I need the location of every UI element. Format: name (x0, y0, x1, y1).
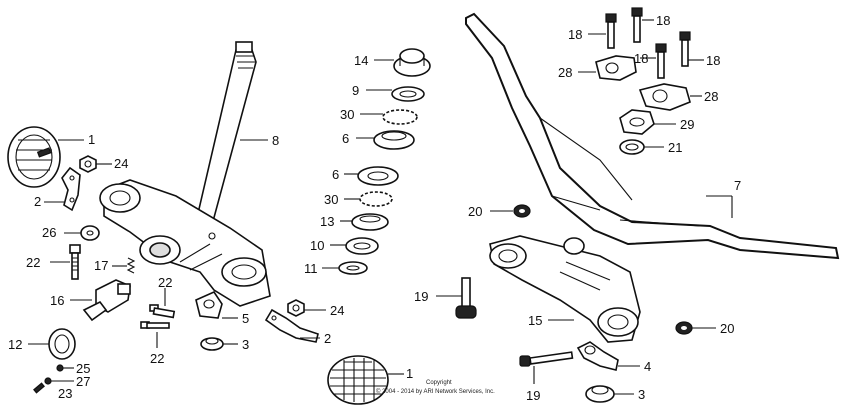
reflector-left-part (7, 126, 61, 188)
nut-24-left-part (79, 155, 97, 173)
nut-20-lower-part (675, 321, 693, 335)
copyright-line-2: © 2004 - 2014 by ARI Network Services, I… (376, 388, 495, 395)
bearing-leader-lines (322, 59, 394, 269)
holder-28-lower-part (638, 83, 691, 111)
bearing-stack (338, 48, 431, 275)
handlebar-7-part (465, 12, 840, 260)
callout-5: 5 (242, 311, 249, 326)
callout-22c: 22 (150, 351, 164, 366)
callout-7: 7 (734, 178, 741, 193)
reflector-right-part (327, 355, 389, 405)
callout-29: 29 (680, 117, 694, 132)
callout-25: 25 (76, 361, 90, 376)
callout-labels: 1 2 24 26 22 17 16 12 25 27 23 22 22 8 5… (8, 13, 741, 403)
spring-17-part (126, 257, 136, 274)
callout-28b: 28 (704, 89, 718, 104)
callout-17: 17 (94, 258, 108, 273)
top-bridge-15-part (489, 235, 641, 343)
callout-4: 4 (644, 359, 651, 374)
callout-6a: 6 (342, 131, 349, 146)
copyright-notice: Copyright © 2004 - 2014 by ARI Network S… (376, 380, 495, 395)
grommet-3-right-part (585, 385, 615, 403)
callout-22a: 22 (26, 255, 40, 270)
copyright-line-1: Copyright (426, 380, 452, 386)
clamp-5-part (195, 290, 223, 319)
washer-26-part (80, 225, 100, 241)
callout-30b: 30 (324, 192, 338, 207)
bracket-left-part (61, 166, 81, 212)
callout-3b: 3 (638, 387, 645, 402)
callout-1a: 1 (88, 132, 95, 147)
callout-24a: 24 (114, 156, 128, 171)
callout-6b: 6 (332, 167, 339, 182)
callout-26: 26 (42, 225, 56, 240)
callout-12: 12 (8, 337, 22, 352)
small-parts-25-27-23 (33, 364, 64, 394)
nut-29-part (619, 109, 655, 135)
callout-30a: 30 (340, 107, 354, 122)
callout-10: 10 (310, 238, 324, 253)
callout-2a: 2 (34, 194, 41, 209)
callout-27: 27 (76, 374, 90, 389)
callout-20b: 20 (720, 321, 734, 336)
callout-19a: 19 (414, 289, 428, 304)
bolt-19-upper-part (455, 277, 477, 319)
callout-20a: 20 (468, 204, 482, 219)
callout-3a: 3 (242, 337, 249, 352)
grommet-3-left-part (200, 337, 224, 351)
callout-8: 8 (272, 133, 279, 148)
callout-1b: 1 (406, 366, 413, 381)
steering-stem-8-part (195, 41, 257, 226)
washer-21-part (619, 139, 645, 155)
holder-28-upper-part (595, 55, 637, 81)
nut-24-right-part (287, 299, 305, 317)
fork-bridge-part (99, 179, 271, 307)
callout-22b: 22 (158, 275, 172, 290)
callout-15: 15 (528, 313, 542, 328)
bolt-22-left-part (69, 244, 81, 280)
bolts-18-part (605, 7, 691, 79)
callout-11: 11 (304, 261, 318, 276)
callout-18b: 18 (656, 13, 670, 28)
callout-24b: 24 (330, 303, 344, 318)
callout-18d: 18 (706, 53, 720, 68)
callout-16: 16 (50, 293, 64, 308)
callout-23: 23 (58, 386, 72, 401)
callout-18c: 18 (634, 51, 648, 66)
callout-14: 14 (354, 53, 368, 68)
bolts-22-middle-part (140, 304, 176, 329)
callout-9: 9 (352, 83, 359, 98)
bolt-19-lower-part (519, 351, 574, 367)
callout-18a: 18 (568, 27, 582, 42)
nut-20-upper-part (513, 204, 531, 218)
callout-13: 13 (320, 214, 334, 229)
switch-16-part (82, 279, 131, 322)
callout-19b: 19 (526, 388, 540, 403)
callout-2b: 2 (324, 331, 331, 346)
indicator-12-part (48, 328, 76, 360)
bracket-right-part (264, 308, 319, 343)
callout-28a: 28 (558, 65, 572, 80)
clamp-4-part (576, 341, 619, 371)
callout-21: 21 (668, 140, 682, 155)
